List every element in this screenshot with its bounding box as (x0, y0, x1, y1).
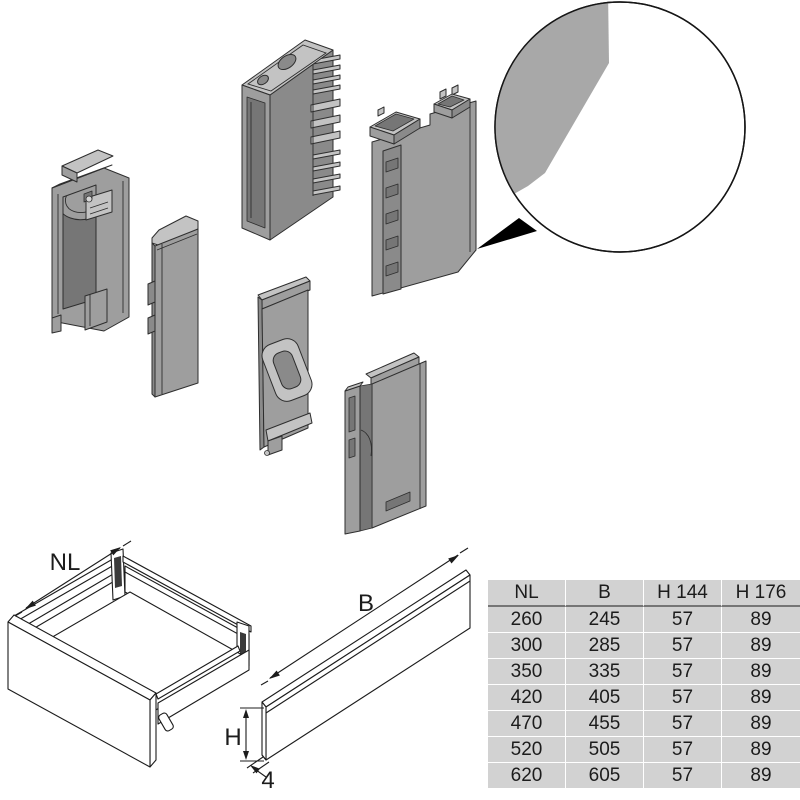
table-cell: 57 (644, 659, 722, 685)
table-cell: 89 (722, 685, 800, 711)
detail-edge-profile (495, 2, 609, 230)
table-cell: 520 (488, 737, 566, 763)
table-header-cell: H 144 (644, 580, 722, 607)
h-dimension-label: H (224, 724, 241, 751)
table-cell: 89 (722, 607, 800, 633)
drawer-dimension-illustration: NL B H (7, 540, 471, 794)
b-dimension-label: B (358, 590, 374, 617)
table-cell: 57 (644, 711, 722, 737)
table-cell: 57 (644, 737, 722, 763)
table-cell: 605 (566, 763, 644, 789)
table-cell: 57 (644, 763, 722, 789)
part-latch-plate (257, 276, 313, 456)
b-dimension: B (260, 547, 469, 686)
table-cell: 57 (644, 685, 722, 711)
part-front-fixing-bracket (241, 39, 341, 241)
table-cell: 335 (566, 659, 644, 685)
h-dimension: H (224, 707, 264, 762)
table-cell: 420 (488, 685, 566, 711)
dowel-teeth (310, 54, 341, 196)
table-cell: 350 (488, 659, 566, 685)
front-panel-drawing (261, 569, 471, 761)
latch-loop (261, 338, 313, 402)
drawer-drawing (7, 548, 252, 768)
table-cell: 89 (722, 711, 800, 737)
table-cell: 89 (722, 659, 800, 685)
detail-magnifier (477, 1, 746, 253)
table-cell: 455 (566, 711, 644, 737)
exploded-view-diagram (51, 1, 746, 535)
table-cell: 245 (566, 607, 644, 633)
table-cell: 405 (566, 685, 644, 711)
part-adapter-housing (344, 352, 427, 535)
table-cell: 300 (488, 633, 566, 659)
table-header-cell: B (566, 580, 644, 607)
table-cell: 89 (722, 763, 800, 789)
part-back-fixing-bracket (51, 149, 130, 334)
table-cell: 620 (488, 763, 566, 789)
nl-dimension-label: NL (50, 549, 81, 576)
table-cell: 470 (488, 711, 566, 737)
nl-dimension: NL (14, 540, 132, 617)
table-cell: 57 (644, 633, 722, 659)
table-header-cell: H 176 (722, 580, 800, 607)
part-cover-cap-left (147, 215, 199, 398)
detail-callout-triangle (477, 218, 537, 249)
table-cell: 57 (644, 607, 722, 633)
table-header-cell: NL (488, 580, 566, 607)
table-cell: 505 (566, 737, 644, 763)
table-cell: 260 (488, 607, 566, 633)
thickness-dimension-label: 4 (261, 767, 274, 794)
table-cell: 285 (566, 633, 644, 659)
part-front-bracket-right (369, 84, 477, 297)
table-cell: 89 (722, 633, 800, 659)
thickness-dimension: 4 (246, 756, 275, 794)
table-cell: 89 (722, 737, 800, 763)
